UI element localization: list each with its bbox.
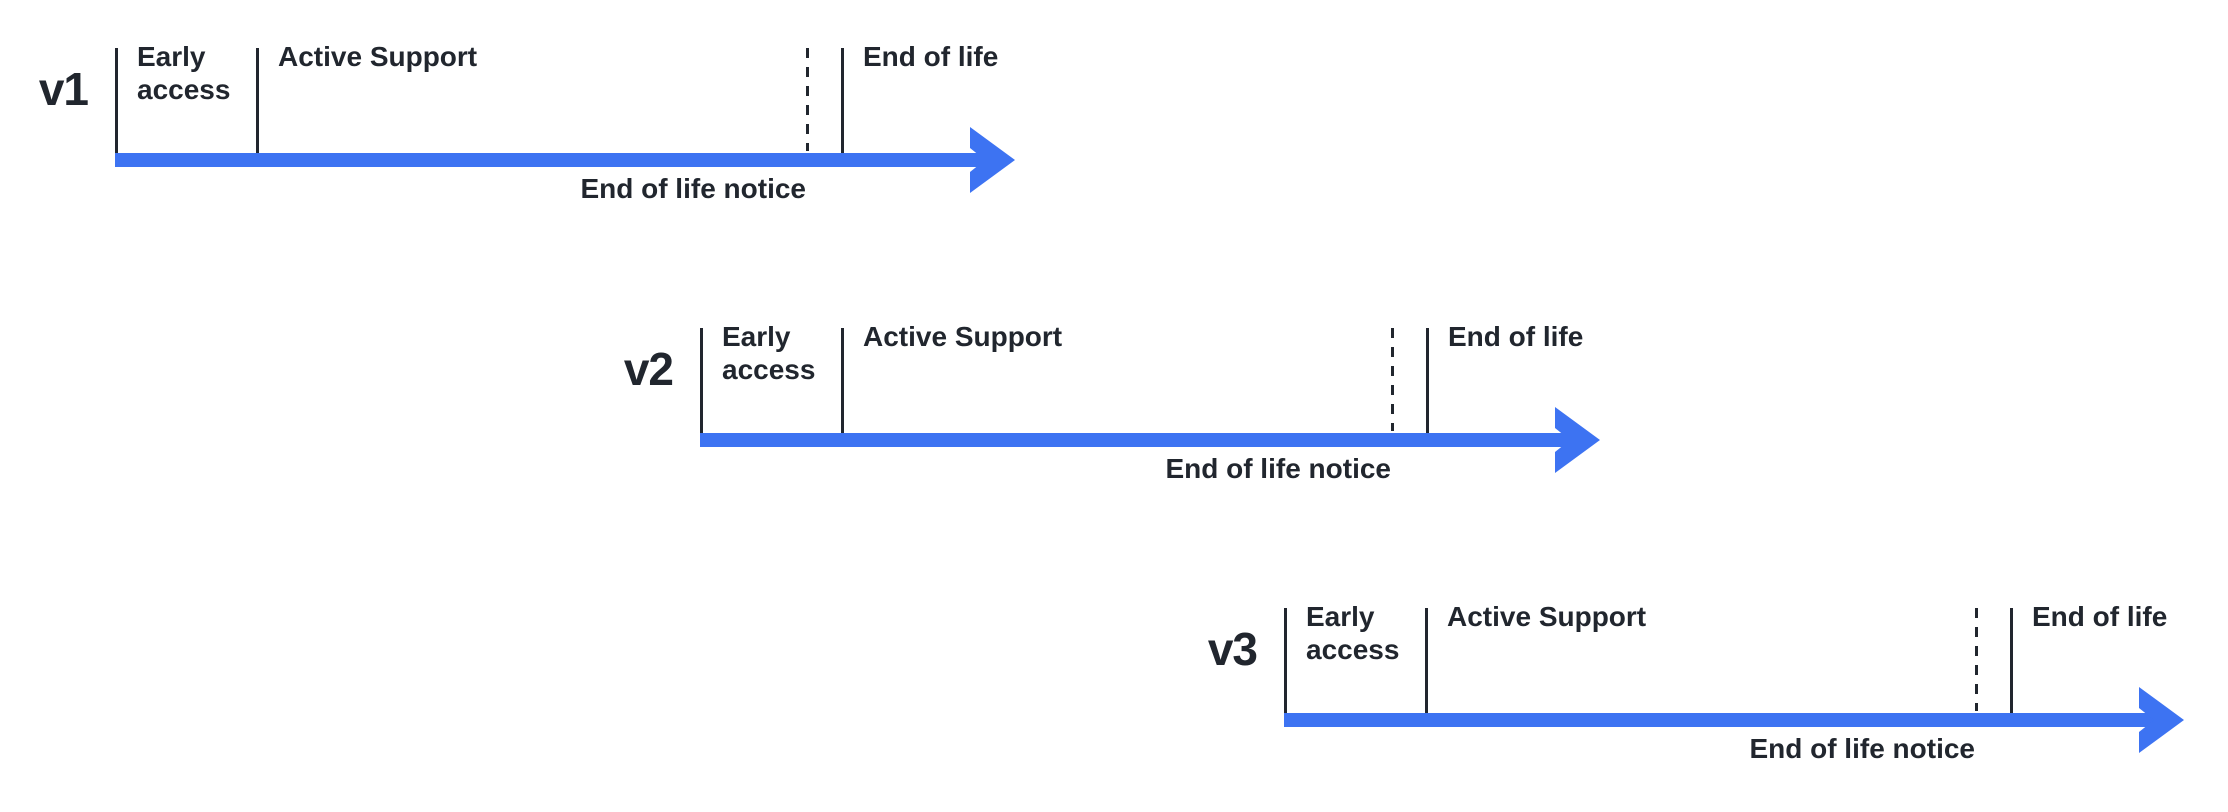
end-of-life-notice-label: End of life notice	[580, 173, 806, 204]
timeline-arrow-icon	[1284, 687, 2184, 753]
version-label: v3	[1207, 623, 1258, 675]
timeline-row-v1: v1 Early access Active Support End of li…	[0, 0, 1060, 240]
early-access-tick	[1284, 608, 1287, 713]
active-support-label: Active Support	[278, 41, 478, 72]
active-support-label: Active Support	[1447, 601, 1647, 632]
version-label: v2	[623, 343, 674, 395]
end-of-life-label: End of life	[863, 41, 999, 72]
end-of-life-notice-label: End of life notice	[1749, 733, 1975, 764]
active-support-tick	[1425, 608, 1428, 713]
timeline-row-v3: v3 Early access Active Support End of li…	[1169, 560, 2228, 800]
notice-dashed-line	[806, 48, 809, 151]
timeline-arrow-icon	[700, 407, 1600, 473]
notice-dashed-line	[1975, 608, 1978, 711]
active-support-tick	[256, 48, 259, 153]
timeline-arrow-icon	[115, 127, 1015, 193]
early-access-tick	[115, 48, 118, 153]
notice-dashed-line	[1391, 328, 1394, 431]
end-of-life-notice-label: End of life notice	[1165, 453, 1391, 484]
early-access-label: Early access	[1306, 601, 1400, 665]
active-support-label: Active Support	[863, 321, 1063, 352]
timeline-row-v2: v2 Early access Active Support End of li…	[585, 280, 1645, 520]
early-access-tick	[700, 328, 703, 433]
active-support-tick	[841, 328, 844, 433]
end-of-life-tick	[1426, 328, 1429, 433]
end-of-life-tick	[841, 48, 844, 153]
early-access-label: Early access	[722, 321, 816, 385]
end-of-life-label: End of life	[1448, 321, 1584, 352]
end-of-life-tick	[2010, 608, 2013, 713]
end-of-life-label: End of life	[2032, 601, 2168, 632]
early-access-label: Early access	[137, 41, 231, 105]
version-label: v1	[38, 63, 89, 115]
